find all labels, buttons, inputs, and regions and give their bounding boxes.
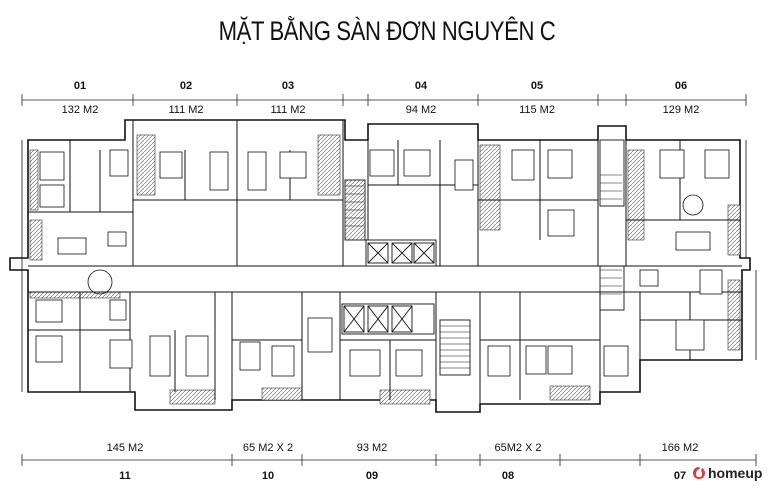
unit-code-06: 06: [675, 80, 687, 92]
unit-code-01: 01: [74, 80, 86, 92]
unit-area-09: 93 M2: [357, 442, 388, 454]
unit-code-10: 10: [262, 470, 274, 482]
unit-area-10: 65 M2 X 2: [243, 442, 293, 454]
building-outline: [9, 119, 751, 413]
unit-code-02: 02: [180, 80, 192, 92]
top-dimension-lines: [21, 94, 747, 106]
unit-area-04: 94 M2: [406, 104, 437, 116]
unit-code-05: 05: [531, 80, 543, 92]
unit-area-06: 129 M2: [663, 104, 700, 116]
unit-code-11: 11: [119, 470, 131, 482]
top-unit-labels: 01 02 03 04 05 06 132 M2 111 M2 111 M2 9…: [62, 80, 700, 116]
unit-area-08: 65M2 X 2: [494, 442, 541, 454]
unit-area-11: 145 M2: [107, 442, 144, 454]
bottom-dimension-lines: [21, 454, 757, 466]
homeup-brand: homeup: [692, 463, 762, 483]
homeup-logo-icon: [693, 467, 705, 479]
unit-code-03: 03: [282, 80, 294, 92]
furniture: [35, 149, 730, 377]
unit-code-07: 07: [674, 470, 686, 482]
unit-code-09: 09: [366, 470, 378, 482]
unit-area-01: 132 M2: [62, 104, 99, 116]
page-title: MẶT BẰNG SÀN ĐƠN NGUYÊN C: [218, 16, 556, 46]
unit-area-05: 115 M2: [519, 104, 555, 116]
wall-hatching: [29, 134, 741, 405]
unit-code-04: 04: [415, 80, 428, 92]
unit-code-08: 08: [502, 470, 514, 482]
brand-name: homeup: [708, 465, 763, 481]
bottom-unit-labels: 145 M2 65 M2 X 2 93 M2 65M2 X 2 166 M2 1…: [107, 442, 699, 482]
unit-area-02: 111 M2: [168, 104, 203, 116]
unit-area-07: 166 M2: [662, 442, 699, 454]
building-core: [341, 139, 625, 376]
unit-area-03: 111 M2: [270, 104, 305, 116]
edge-details: [21, 140, 757, 392]
